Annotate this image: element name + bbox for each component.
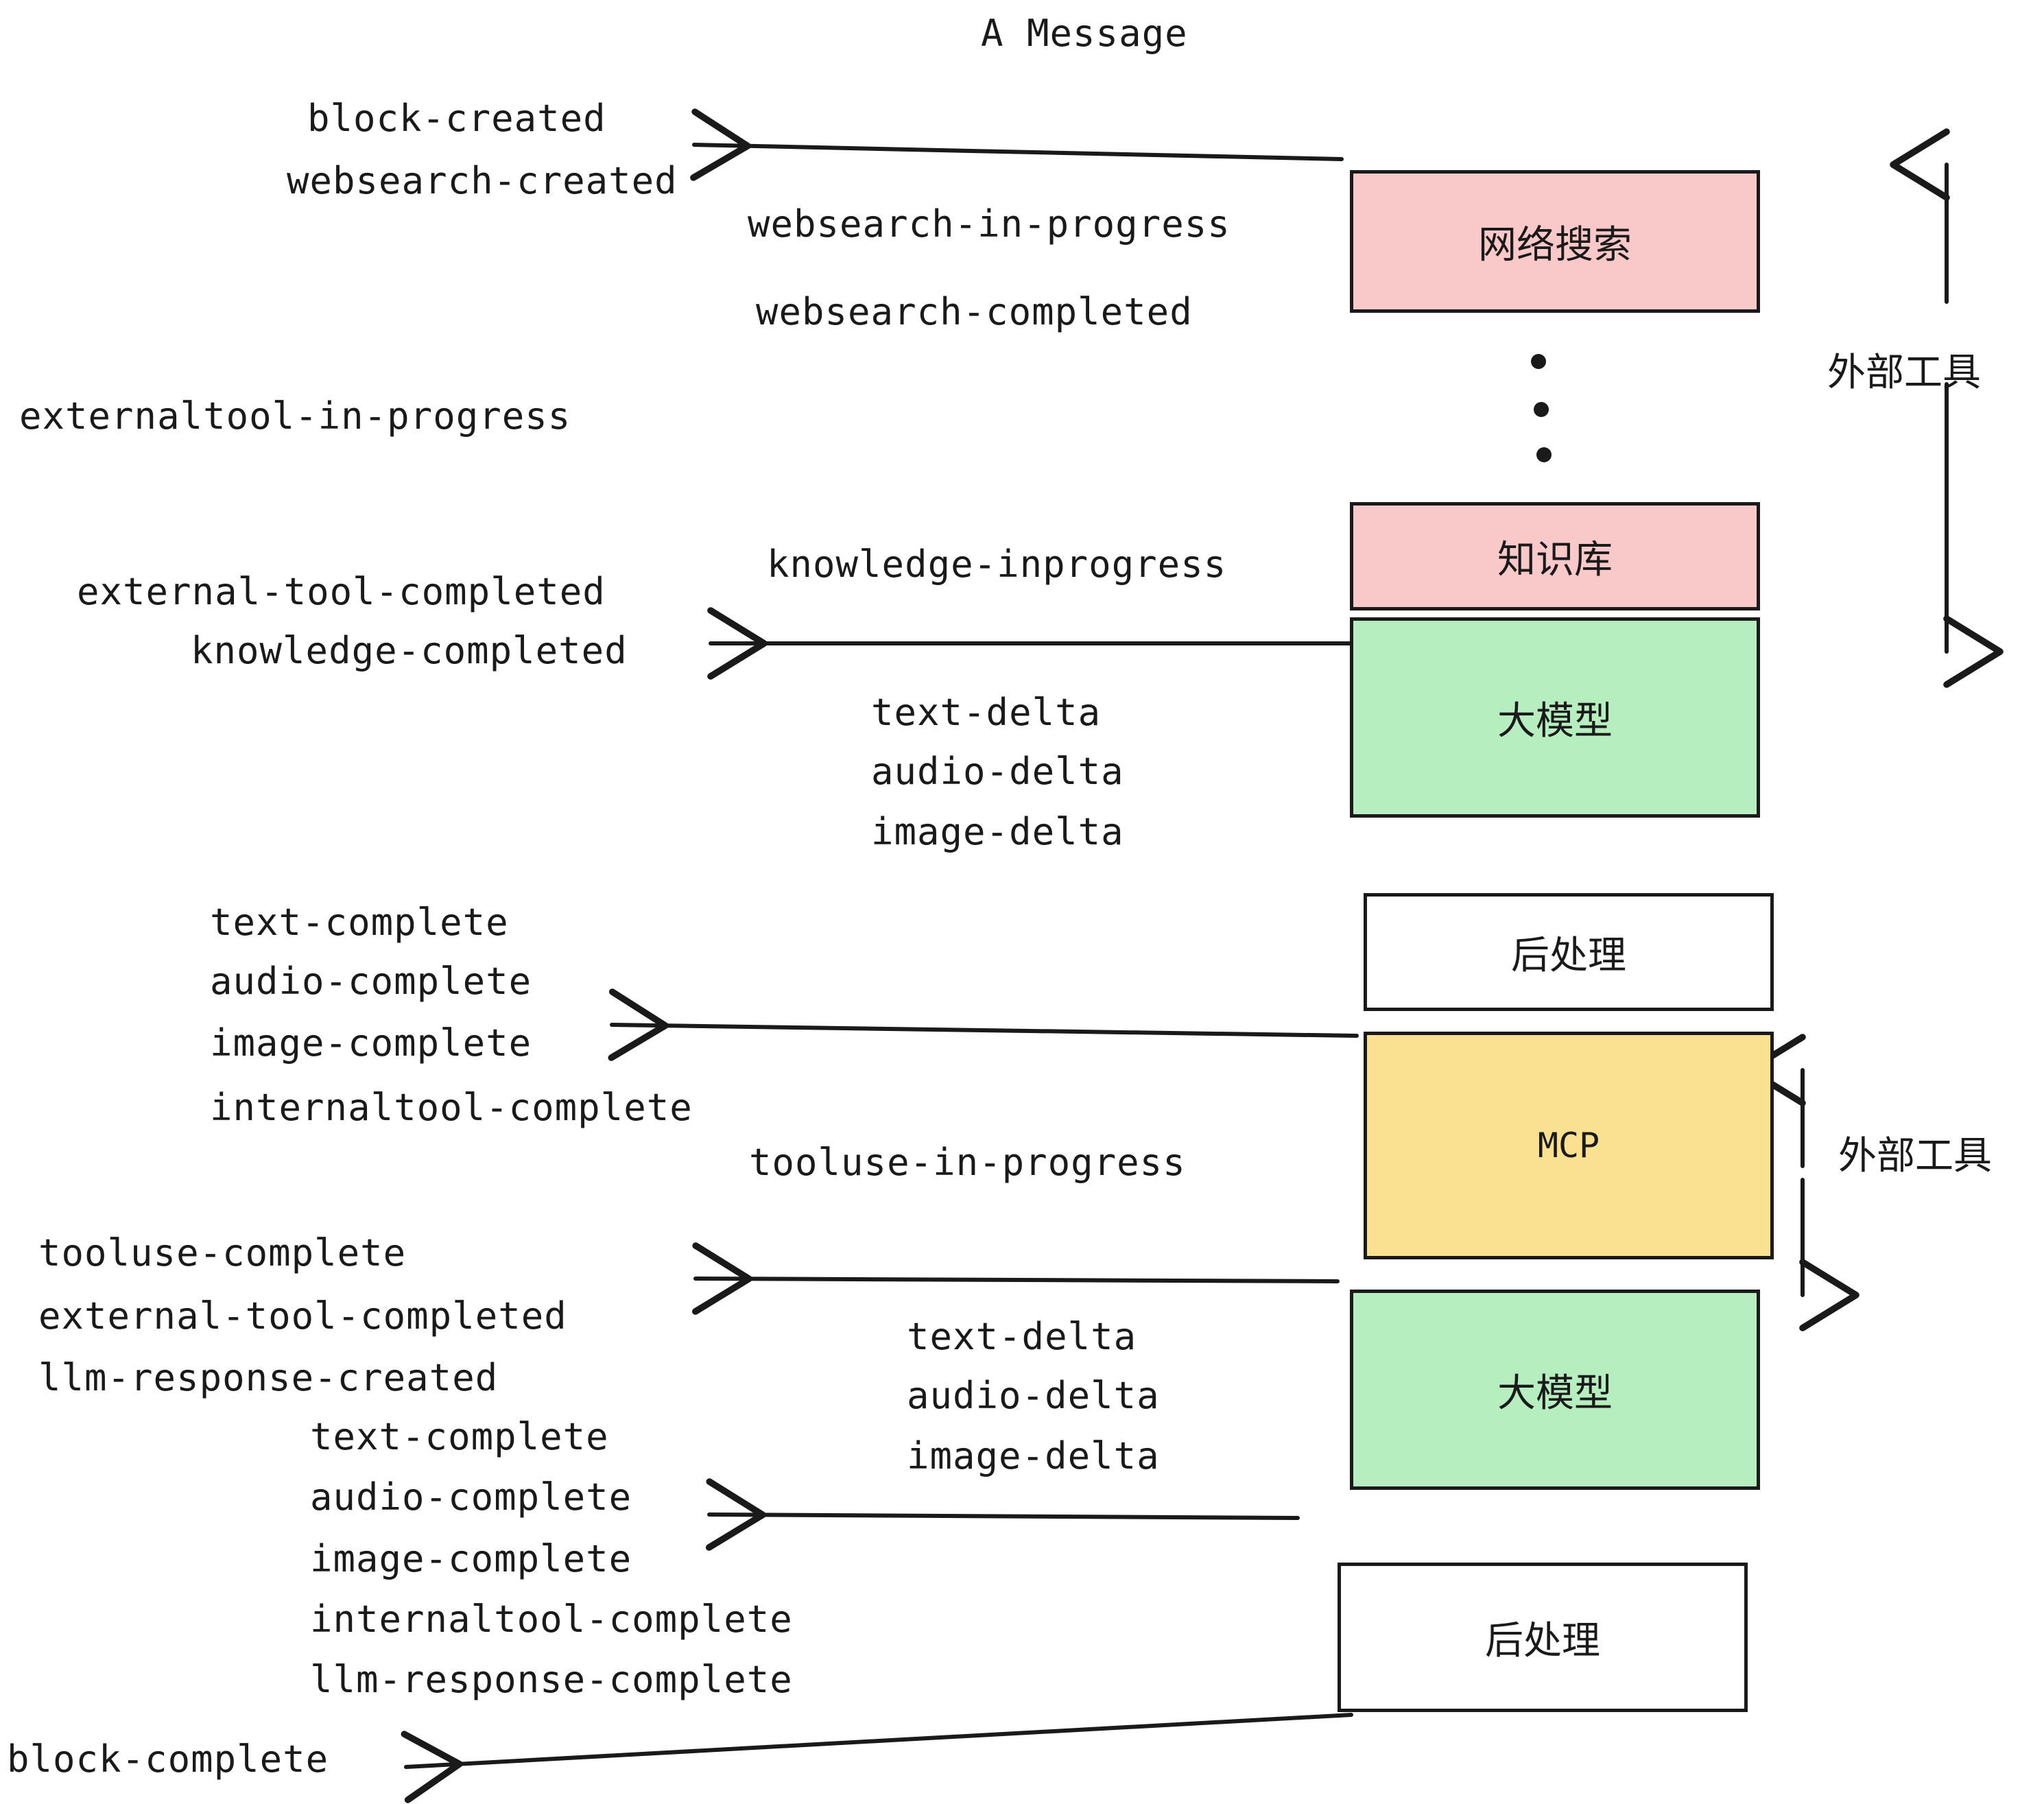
event-label-tooluse-complete: tooluse-complete [38, 1231, 407, 1274]
ellipsis-dot-2 [1534, 402, 1549, 417]
node-label-llm-bottom: 大模型 [1497, 1370, 1613, 1416]
node-llm-top [1350, 617, 1760, 818]
ellipsis-dot-1 [1531, 354, 1546, 369]
event-label-knowledge-inprogress: knowledge-inprogress [767, 543, 1227, 586]
event-label-text-delta-1: text-delta [871, 691, 1102, 734]
event-label-internaltool-complete-1: internaltool-complete [210, 1086, 693, 1129]
event-label-image-complete-2: image-complete [310, 1537, 632, 1580]
node-label-knowledge: 知识库 [1497, 537, 1613, 582]
event-label-knowledge-completed: knowledge-completed [191, 629, 628, 672]
block-complete-arrow [401, 1713, 1353, 1803]
external-tool-bottom-label: 外部工具 [1838, 1134, 1992, 1178]
node-websearch [1350, 170, 1760, 313]
event-label-audio-delta-2: audio-delta [907, 1374, 1160, 1417]
event-label-block-created: block-created [307, 97, 606, 140]
node-label-post-bottom: 后处理 [1485, 1618, 1600, 1663]
event-label-externaltool-in-progress: externaltool-in-progress [19, 394, 571, 438]
event-label-internaltool-complete-2: internaltool-complete [310, 1598, 793, 1641]
audio-complete-arrow [705, 1478, 1300, 1551]
event-label-audio-delta-1: audio-delta [871, 750, 1124, 793]
event-label-text-complete-2: text-complete [310, 1415, 609, 1458]
node-post-bottom [1338, 1563, 1748, 1712]
event-label-image-delta-2: image-delta [907, 1434, 1160, 1477]
page-title: A Message [981, 12, 1188, 55]
node-label-websearch: 网络搜索 [1478, 222, 1632, 268]
event-label-block-complete: block-complete [7, 1737, 329, 1781]
ellipsis-dot-3 [1536, 447, 1552, 462]
tooluse-complete-arrow [691, 1242, 1340, 1315]
event-label-tooluse-in-progress: tooluse-in-progress [749, 1141, 1186, 1184]
event-label-llm-response-created: llm-response-created [38, 1356, 499, 1399]
node-label-post-top: 后处理 [1511, 933, 1626, 978]
block-created-arrow [690, 108, 1344, 181]
node-llm-bottom [1350, 1290, 1760, 1490]
event-label-websearch-created: websearch-created [287, 159, 678, 202]
event-label-audio-complete-1: audio-complete [210, 960, 532, 1003]
node-mcp [1364, 1032, 1774, 1259]
image-complete-arrow [608, 988, 1359, 1061]
node-knowledge [1350, 502, 1760, 610]
event-label-llm-response-complete: llm-response-complete [310, 1658, 793, 1701]
node-post-top [1364, 893, 1774, 1011]
event-label-websearch-in-progress: websearch-in-progress [748, 202, 1231, 246]
external-tool-top-label: 外部工具 [1827, 351, 1981, 395]
node-label-mcp: MCP [1537, 1126, 1600, 1165]
event-label-image-complete-1: image-complete [210, 1021, 532, 1065]
event-label-text-delta-2: text-delta [907, 1315, 1137, 1358]
node-label-llm-top: 大模型 [1497, 698, 1613, 744]
event-label-websearch-completed: websearch-completed [756, 290, 1193, 333]
event-label-text-complete-1: text-complete [210, 901, 509, 944]
event-label-image-delta-1: image-delta [871, 810, 1124, 853]
event-label-external-tool-completed-1: external-tool-completed [77, 570, 606, 613]
event-label-external-tool-completed-2: external-tool-completed [38, 1294, 567, 1338]
event-label-audio-complete-2: audio-complete [310, 1475, 632, 1519]
